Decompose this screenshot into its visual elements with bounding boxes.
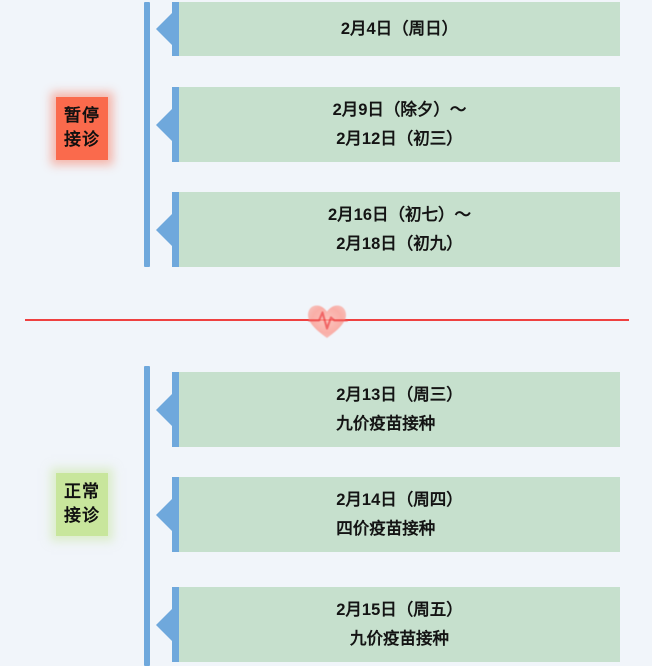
status-badge-normal-line1: 正常: [64, 482, 100, 501]
schedule-item[interactable]: 2月9日（除夕）～ 2月12日（初三）: [156, 87, 620, 162]
chevron-left-icon: [156, 12, 173, 46]
item-text-row: 2月4日（周日）: [340, 19, 459, 38]
item-text: 2月13日（周三） 九价疫苗接种: [329, 381, 463, 437]
heart-pulse-icon: [303, 300, 351, 344]
item-text-row: 九价疫苗接种: [336, 414, 436, 433]
item-text-row: 四价疫苗接种: [336, 519, 436, 538]
chevron-left-icon: [156, 107, 173, 142]
status-badge-paused-line2: 接诊: [64, 130, 100, 150]
item-accent-strip: [172, 372, 179, 447]
item-text-row: 九价疫苗接种: [350, 629, 449, 648]
schedule-item[interactable]: 2月15日（周五） 九价疫苗接种: [156, 587, 620, 662]
item-accent-strip: [172, 2, 179, 56]
item-text: 2月16日（初七）～ 2月18日（初九）: [321, 201, 471, 257]
section-paused: 暂停 接诊 2月4日（周日） 2月9日（除夕）～ 2月12日（初三） 2月16日…: [0, 0, 652, 285]
item-accent-strip: [172, 587, 179, 662]
schedule-item[interactable]: 2月14日（周四） 四价疫苗接种: [156, 477, 620, 552]
timeline-rail-paused: [144, 2, 150, 267]
item-text-row: 2月15日（周五）: [336, 601, 463, 620]
schedule-item[interactable]: 2月16日（初七）～ 2月18日（初九）: [156, 192, 620, 267]
status-badge-paused-line1: 暂停: [64, 106, 100, 125]
item-text-row: 2月16日（初七）～: [327, 206, 472, 225]
section-normal: [0, 350, 652, 666]
item-text: 2月15日（周五） 九价疫苗接种: [329, 596, 463, 652]
item-text-row: 2月13日（周三）: [336, 386, 463, 405]
status-badge-normal-line2: 接诊: [64, 506, 100, 526]
item-text: 2月4日（周日）: [334, 15, 458, 43]
chevron-left-icon: [156, 392, 173, 427]
item-text: 2月9日（除夕）～ 2月12日（初三）: [326, 96, 467, 152]
schedule-item[interactable]: 2月13日（周三） 九价疫苗接种: [156, 372, 620, 447]
item-accent-strip: [172, 477, 179, 552]
item-accent-strip: [172, 192, 179, 267]
status-badge-paused: 暂停 接诊: [56, 97, 108, 161]
item-text-row: 2月9日（除夕）～: [332, 101, 467, 120]
item-text-row: 2月18日（初九）: [336, 234, 463, 253]
status-badge-normal: 正常 接诊: [56, 473, 108, 537]
item-text: 2月14日（周四） 四价疫苗接种: [329, 486, 463, 542]
schedule-item[interactable]: 2月4日（周日）: [156, 2, 620, 56]
item-text-row: 2月14日（周四）: [336, 491, 463, 510]
chevron-left-icon: [156, 497, 173, 532]
chevron-left-icon: [156, 607, 173, 642]
section-divider: [0, 300, 652, 344]
timeline-rail-normal: [144, 366, 150, 666]
chevron-left-icon: [156, 212, 173, 247]
item-accent-strip: [172, 87, 179, 162]
item-text-row: 2月12日（初三）: [336, 129, 463, 148]
